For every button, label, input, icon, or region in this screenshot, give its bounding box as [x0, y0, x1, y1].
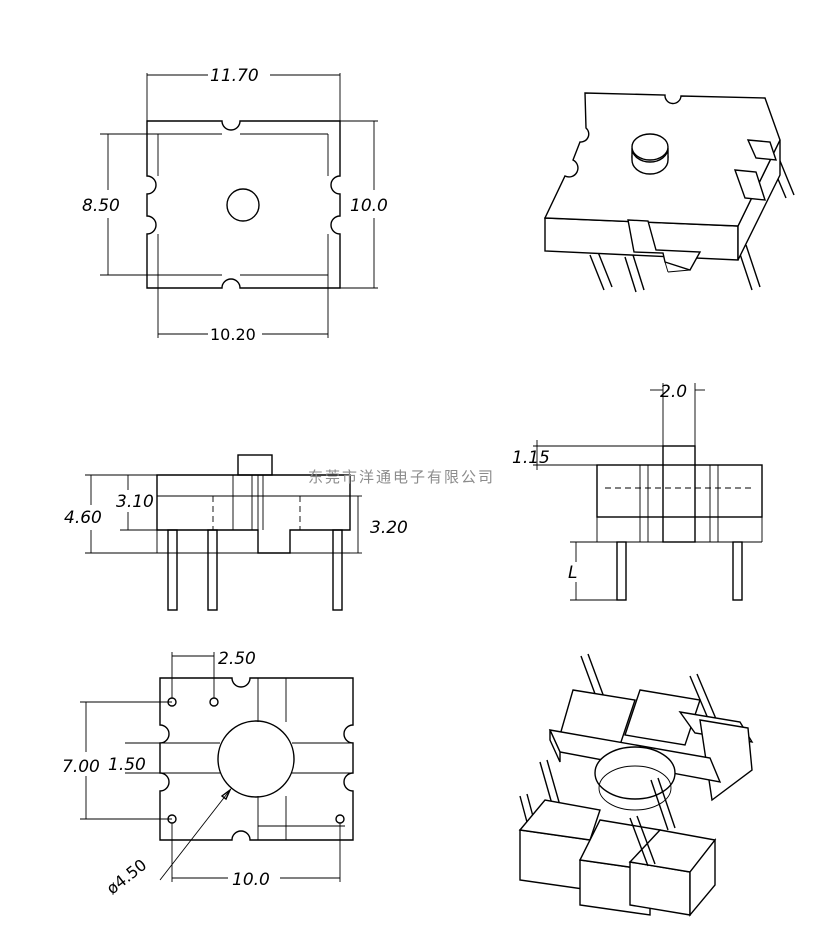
isometric-top-view: [543, 92, 795, 293]
isometric-bottom-view: [518, 653, 754, 917]
side-view: 4.60 3.10 3.20: [64, 454, 408, 611]
bottom-view: 2.50 7.00 1.50 ø4.50 10.0: [62, 649, 354, 898]
dim-1-15: 1.15: [512, 448, 550, 468]
dim-3-10: 3.10: [116, 492, 154, 512]
top-view: 11.70 8.50 10.0 10.20: [82, 66, 388, 344]
dim-diameter-4-50: ø4.50: [103, 855, 150, 898]
dim-7-00: 7.00: [62, 757, 100, 777]
center-hole: [226, 188, 260, 222]
dim-l: L: [568, 563, 577, 583]
dim-2-0: 2.0: [660, 382, 687, 402]
end-view: 2.0 1.15 L: [512, 382, 763, 601]
dim-11-70: 11.70: [210, 66, 259, 86]
dim-10-0-bottom: 10.0: [232, 870, 270, 890]
watermark-text: 东莞市洋通电子有限公司: [308, 468, 495, 486]
dim-1-50: 1.50: [108, 755, 146, 775]
bottom-center-hole: [217, 720, 295, 798]
dim-8-50: 8.50: [82, 196, 120, 216]
dim-3-20: 3.20: [370, 518, 408, 538]
dim-4-60: 4.60: [64, 508, 102, 528]
dim-10-0-side: 10.0: [350, 196, 388, 216]
dim-2-50: 2.50: [218, 649, 256, 669]
side-post: [237, 454, 273, 476]
end-post: [662, 445, 696, 543]
dim-10-20: 10.20: [210, 325, 256, 344]
